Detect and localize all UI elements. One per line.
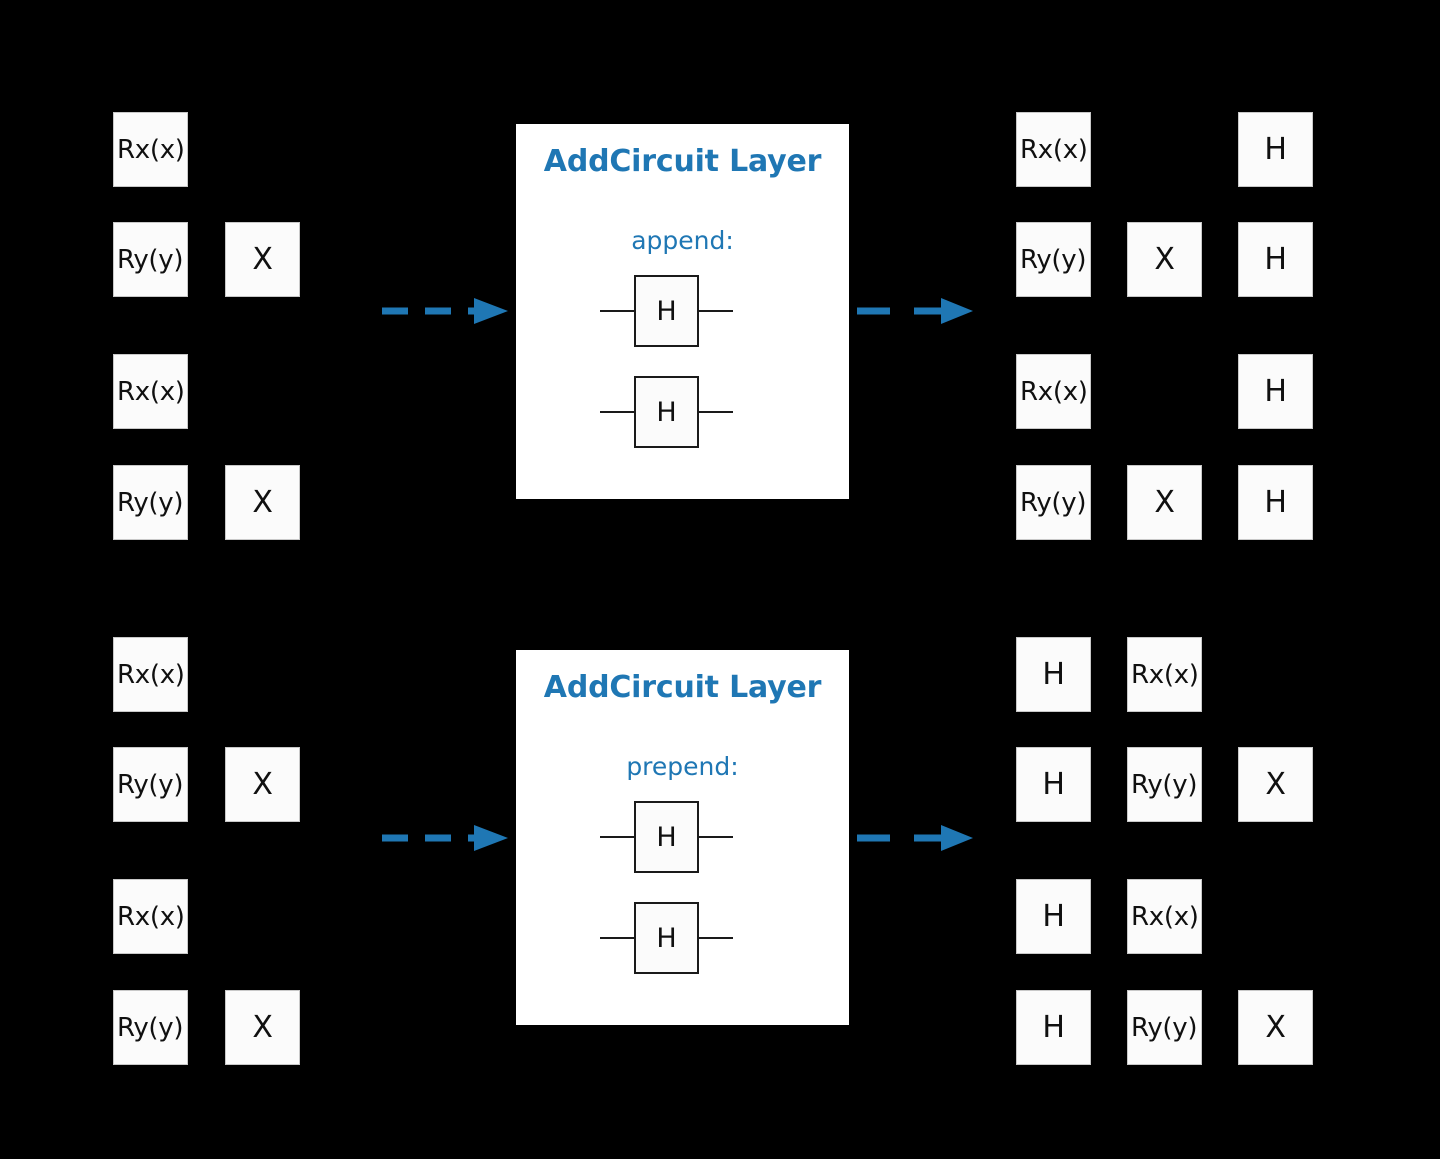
gate-box: X — [1238, 747, 1313, 822]
gate-box: Ry(y) — [113, 747, 188, 822]
wire-segment-left — [600, 411, 634, 413]
gate-box: Ry(y) — [1016, 222, 1091, 297]
gate-box: Ry(y) — [1016, 465, 1091, 540]
addcircuit-layer-panel-prepend: AddCircuit Layer prepend: H H — [516, 650, 849, 1025]
append-input-arrow — [380, 296, 510, 326]
wire-segment-right — [699, 836, 733, 838]
gate-box: X — [1127, 222, 1202, 297]
gate-box: Rx(x) — [1016, 354, 1091, 429]
wire-segment-left — [600, 836, 634, 838]
gate-box: Rx(x) — [113, 637, 188, 712]
gate-box: X — [1238, 990, 1313, 1065]
prepend-output-arrow — [855, 823, 975, 853]
gate-box: H — [1238, 222, 1313, 297]
gate-box: X — [1127, 465, 1202, 540]
gate-box: Rx(x) — [1127, 637, 1202, 712]
gate-box: H — [1238, 354, 1313, 429]
prepend-input-arrow — [380, 823, 510, 853]
gate-box: H — [1016, 990, 1091, 1065]
layer-panel-mode-label: append: — [631, 226, 734, 255]
inner-circuit-wire: H — [600, 801, 733, 873]
gate-box: X — [225, 222, 300, 297]
gate-box: Rx(x) — [113, 879, 188, 954]
inner-gate-h: H — [634, 801, 699, 873]
layer-panel-mode-label: prepend: — [626, 752, 739, 781]
wire-segment-left — [600, 937, 634, 939]
gate-box: X — [225, 465, 300, 540]
gate-box: Rx(x) — [113, 354, 188, 429]
gate-box: Ry(y) — [113, 222, 188, 297]
addcircuit-layer-panel-append: AddCircuit Layer append: H H — [516, 124, 849, 499]
gate-box: H — [1016, 879, 1091, 954]
inner-circuit-wire: H — [600, 902, 733, 974]
layer-panel-title: AddCircuit Layer — [543, 144, 822, 179]
gate-box: Ry(y) — [113, 990, 188, 1065]
inner-circuit-wire: H — [600, 275, 733, 347]
wire-segment-left — [600, 310, 634, 312]
inner-gate-h: H — [634, 902, 699, 974]
gate-box: Rx(x) — [1016, 112, 1091, 187]
wire-segment-right — [699, 937, 733, 939]
wire-segment-right — [699, 411, 733, 413]
gate-box: Ry(y) — [113, 465, 188, 540]
inner-circuit-wire: H — [600, 376, 733, 448]
gate-box: Ry(y) — [1127, 747, 1202, 822]
gate-box: H — [1238, 112, 1313, 187]
inner-gate-h: H — [634, 275, 699, 347]
gate-box: X — [225, 990, 300, 1065]
layer-panel-title: AddCircuit Layer — [543, 670, 822, 705]
gate-box: Rx(x) — [113, 112, 188, 187]
gate-box: Ry(y) — [1127, 990, 1202, 1065]
gate-box: H — [1016, 747, 1091, 822]
gate-box: H — [1238, 465, 1313, 540]
append-output-arrow — [855, 296, 975, 326]
gate-box: X — [225, 747, 300, 822]
wire-segment-right — [699, 310, 733, 312]
inner-gate-h: H — [634, 376, 699, 448]
gate-box: Rx(x) — [1127, 879, 1202, 954]
gate-box: H — [1016, 637, 1091, 712]
